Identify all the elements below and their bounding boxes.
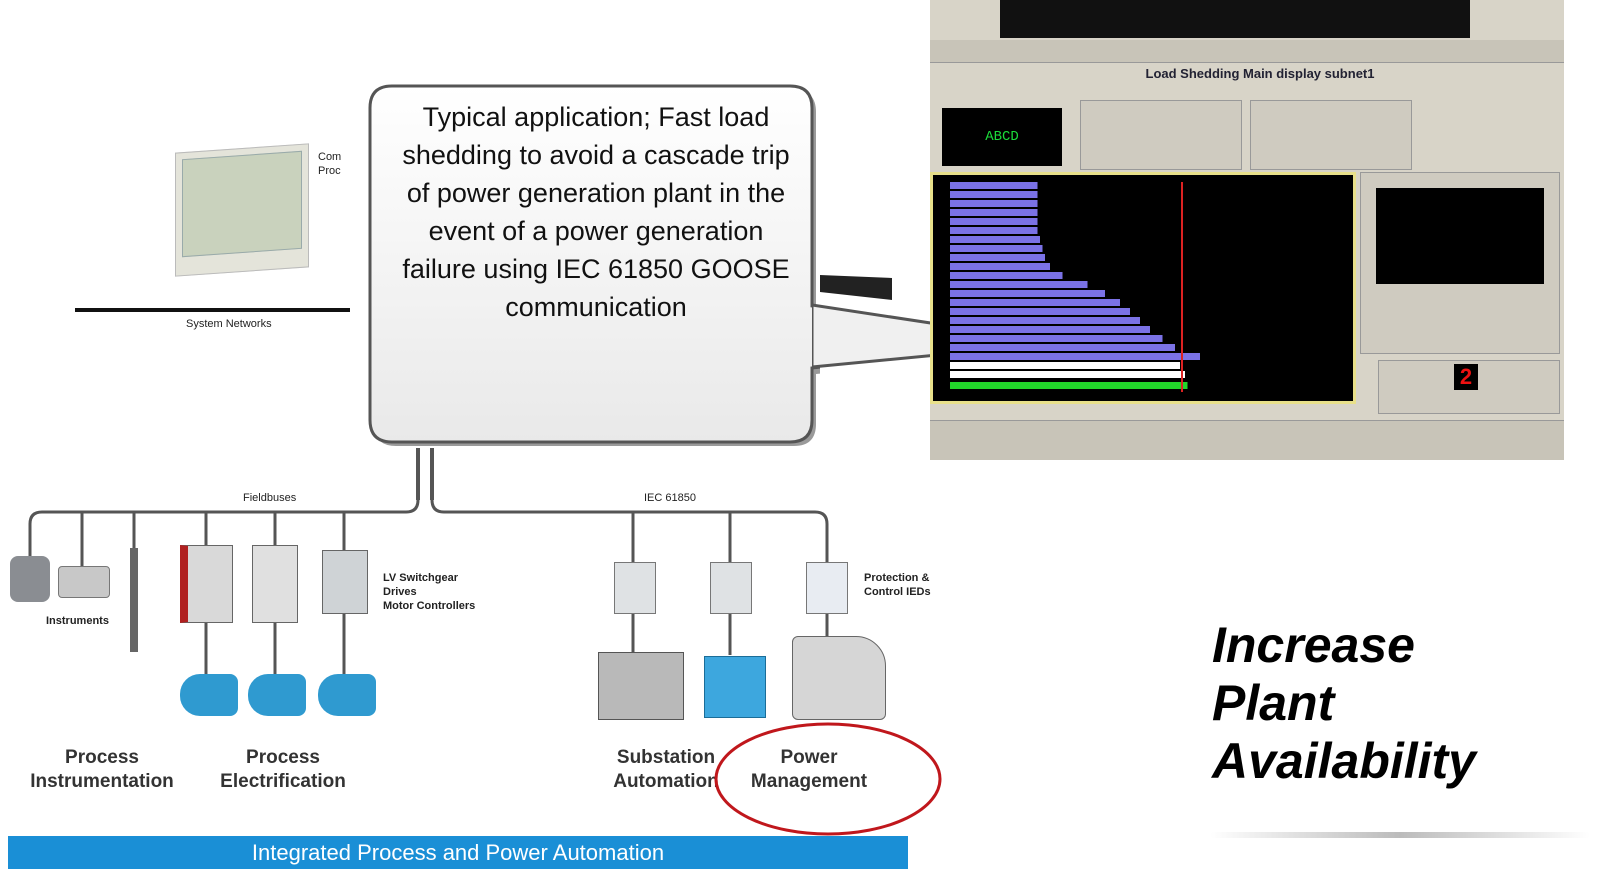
motor-2-icon — [248, 674, 306, 716]
load-bar — [950, 362, 1180, 369]
load-bar — [950, 218, 1038, 225]
pressure-transmitter-icon — [10, 556, 50, 602]
callout-text: Typical application; Fast load shedding … — [402, 102, 790, 322]
load-bar — [950, 236, 1040, 243]
load-bar — [950, 326, 1150, 333]
switchgear-blue-icon — [704, 656, 766, 718]
motor-controller-icon — [322, 550, 368, 614]
abcd-display: ABCD — [942, 108, 1062, 166]
transformer-icon — [598, 652, 684, 720]
screenshot-title: Load Shedding Main display subnet1 — [1145, 66, 1375, 81]
load-bar — [950, 317, 1140, 324]
load-bar — [950, 344, 1175, 351]
load-bar — [950, 371, 1185, 378]
load-bars — [950, 182, 1200, 392]
slogan-line-3: Availability — [1212, 733, 1476, 789]
ied-2-icon — [710, 562, 752, 614]
power-value-display: 2 — [1454, 364, 1478, 390]
operator-workstation-image — [175, 143, 309, 277]
load-bar — [950, 272, 1063, 279]
slogan-line-1: Increase — [1212, 617, 1415, 673]
category-substation-automation: Substation Automation — [613, 747, 719, 792]
category-power-management: Power Management — [750, 747, 868, 792]
category-process-instrumentation: Process Instrumentation — [30, 747, 174, 792]
load-bar — [950, 335, 1163, 342]
callout-bubble — [368, 84, 820, 446]
ied-3-icon — [806, 562, 848, 614]
load-bar — [950, 308, 1130, 315]
load-bar — [950, 281, 1088, 288]
ied-1-icon — [614, 562, 656, 614]
load-bar — [950, 353, 1200, 360]
category-process-electrification: Process Electrification — [220, 747, 346, 792]
load-bar — [950, 299, 1120, 306]
load-bar — [950, 182, 1038, 189]
load-bar — [950, 254, 1045, 261]
motor-1-icon — [180, 674, 238, 716]
power-management-highlight — [714, 722, 942, 836]
load-bar — [950, 290, 1105, 297]
slogan-underline — [1210, 832, 1590, 838]
total-bar — [950, 382, 1188, 389]
fieldbuses-label: Fieldbuses — [243, 492, 297, 504]
load-bar — [950, 263, 1050, 270]
switchgear-cabinet-icon — [180, 545, 233, 623]
operator-label: Com Proc — [318, 151, 342, 177]
load-bar — [950, 209, 1038, 216]
flow-instrument-icon — [58, 566, 110, 598]
integrated-automation-bar: Integrated Process and Power Automation — [8, 836, 908, 869]
load-shedding-screenshot: Load Shedding Main display subnet1 ABCD … — [930, 0, 1564, 460]
generator-icon — [792, 636, 886, 720]
load-bar — [950, 245, 1043, 252]
instruments-label: Instruments — [46, 615, 109, 627]
load-bar — [950, 200, 1038, 207]
motor-3-icon — [318, 674, 376, 716]
slogan-line-2: Plant — [1212, 675, 1335, 731]
load-bar — [950, 227, 1038, 234]
system-networks-label: System Networks — [186, 318, 272, 330]
lv-switchgear-label: LV Switchgear Drives Motor Controllers — [383, 572, 476, 612]
load-bar — [950, 191, 1038, 198]
protection-ieds-label: Protection & Control IEDs — [864, 572, 931, 598]
slogan: Increase Plant Availability — [1212, 616, 1476, 790]
iec-61850-label: IEC 61850 — [644, 492, 696, 504]
temperature-sensor-icon — [130, 548, 138, 652]
drive-unit-icon — [252, 545, 298, 623]
